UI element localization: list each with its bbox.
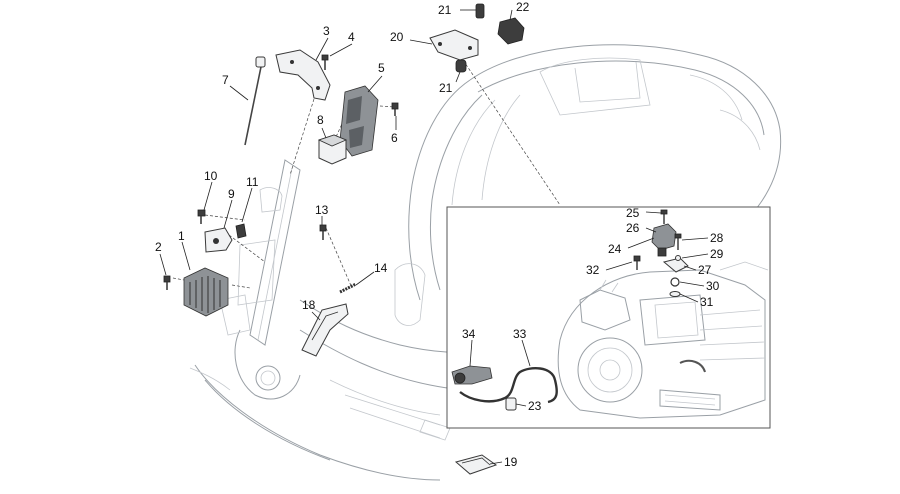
hose-clamp [505, 397, 517, 411]
callout-23: 23 [528, 399, 542, 413]
connector [475, 3, 485, 19]
callout-33: 33 [513, 327, 527, 341]
callout-7: 7 [222, 73, 229, 87]
o-ring [670, 277, 680, 287]
control-unit [339, 85, 379, 157]
callout-28: 28 [710, 231, 724, 245]
callout-6: 6 [391, 131, 398, 145]
sensor-bracket [662, 255, 689, 273]
screw [674, 233, 682, 250]
callout-13: 13 [315, 203, 329, 217]
screw [660, 209, 668, 224]
callout-2: 2 [155, 240, 162, 254]
fuse-box [497, 17, 525, 45]
voltage-regulator [183, 267, 229, 317]
callout-10: 10 [204, 169, 218, 183]
engine-detail-inset [446, 206, 771, 429]
callout-19: 19 [504, 455, 518, 469]
cover-panel [301, 303, 349, 357]
callout-27: 27 [698, 263, 712, 277]
callout-29: 29 [710, 247, 724, 261]
hose [459, 367, 558, 404]
cable-tie [244, 56, 266, 146]
connector-bracket [429, 29, 479, 61]
callout-34: 34 [462, 327, 476, 341]
hose-connector [451, 365, 493, 385]
screw [321, 54, 329, 70]
callout-20: 20 [390, 30, 404, 44]
callout-9: 9 [228, 187, 235, 201]
clip [235, 223, 247, 239]
callout-4: 4 [348, 30, 355, 44]
callout-25: 25 [626, 206, 640, 220]
side-trim [454, 454, 498, 475]
relay [317, 134, 348, 165]
callout-21-bottom: 21 [439, 81, 453, 95]
screw [163, 275, 171, 290]
engine-sensor [651, 223, 677, 257]
callout-26: 26 [626, 221, 640, 235]
callout-21-top: 21 [438, 3, 452, 17]
callout-8: 8 [317, 113, 324, 127]
engine-unit [557, 261, 769, 419]
callout-3: 3 [323, 24, 330, 38]
screw [319, 224, 327, 240]
callout-22: 22 [516, 0, 530, 14]
callout-31: 31 [700, 295, 714, 309]
connector [455, 59, 467, 73]
callout-32: 32 [586, 263, 600, 277]
callout-24: 24 [608, 242, 622, 256]
callout-30: 30 [706, 279, 720, 293]
screw [391, 102, 399, 116]
callout-11: 11 [246, 175, 259, 189]
screw [197, 209, 206, 224]
spring-clip [339, 282, 357, 294]
screw [633, 255, 641, 270]
callout-18: 18 [302, 298, 316, 312]
mounting-bracket [275, 49, 331, 101]
washer [669, 291, 681, 297]
callout-5: 5 [378, 61, 385, 75]
callout-labels: 1 2 3 4 5 6 7 8 9 10 11 13 14 18 19 20 2… [155, 0, 724, 469]
regulator-bracket [204, 227, 233, 253]
callout-1: 1 [178, 229, 185, 243]
callout-14: 14 [374, 261, 388, 275]
leader-lines [159, 9, 709, 465]
